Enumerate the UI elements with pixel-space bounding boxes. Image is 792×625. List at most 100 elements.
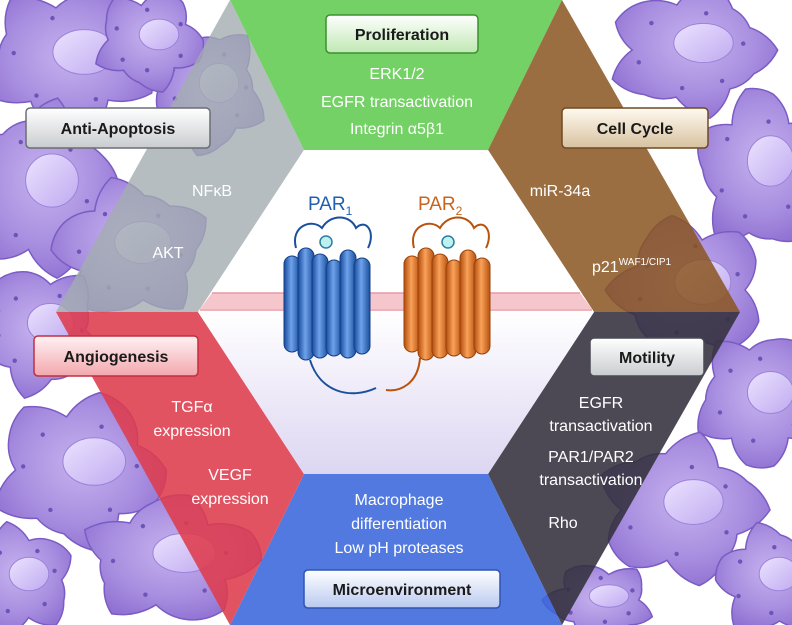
motility-item-2: transactivation	[549, 418, 652, 435]
par1-receptor	[283, 216, 377, 395]
motility-item-5: Rho	[548, 515, 577, 532]
angiogenesis-title: Angiogenesis	[64, 349, 169, 366]
cell-granule	[11, 50, 16, 56]
cell-granule	[178, 22, 183, 27]
par2-extracellular-loop	[411, 216, 490, 249]
motility-title: Motility	[619, 350, 675, 367]
cell-nucleus	[746, 371, 792, 414]
cell-nucleus	[663, 479, 724, 525]
cell-granule	[674, 551, 679, 557]
angiogenesis-item-4: expression	[191, 491, 268, 508]
proliferation-item-1: ERK1/2	[369, 66, 424, 83]
motility-item-4: transactivation	[539, 472, 642, 489]
cell-granule	[602, 619, 608, 624]
cell-granule	[52, 568, 57, 573]
cell-granule	[598, 575, 603, 581]
cell-granule	[144, 67, 150, 73]
cell-granule	[120, 57, 125, 62]
cell-granule	[107, 507, 113, 512]
cell-granule	[723, 484, 728, 489]
cell-granule	[636, 60, 642, 65]
cell-granule	[13, 232, 18, 238]
proliferation-title: Proliferation	[355, 27, 449, 44]
motility-item-1: EGFR	[579, 395, 623, 412]
par1-ligand-site	[319, 235, 333, 249]
cell-cycle-title-box: Cell Cycle	[561, 107, 709, 149]
angiogenesis-title-box: Angiogenesis	[33, 335, 199, 377]
cell-granule	[114, 26, 119, 31]
microenvironment-item-2: differentiation	[351, 516, 447, 533]
segment-anti-apoptosis	[56, 0, 304, 312]
par2-helix	[473, 257, 491, 355]
cell-nucleus	[25, 153, 79, 208]
cell-granule	[717, 410, 723, 415]
anti-apoptosis-item-1: NFκB	[192, 183, 232, 200]
angiogenesis-item-3: VEGF	[208, 467, 252, 484]
cell-granule	[725, 136, 730, 142]
cell-granule	[5, 608, 10, 614]
cell-granule	[649, 20, 654, 26]
motility-item-3: PAR1/PAR2	[548, 449, 634, 466]
proliferation-item-3: Integrin α5β1	[350, 121, 444, 138]
cell-granule	[757, 356, 763, 361]
cell-nucleus	[8, 556, 50, 592]
cell-granule	[735, 272, 740, 277]
category-titles: Proliferation Cell Cycle Motility Microe…	[25, 14, 709, 609]
cell-granule	[626, 611, 631, 616]
proliferation-title-box: Proliferation	[325, 14, 479, 54]
cell-granule	[689, 464, 695, 470]
cell-granule	[76, 249, 82, 254]
cell-granule	[18, 139, 23, 145]
cell-granule	[48, 507, 53, 513]
microenvironment-item-3: Low pH proteases	[335, 540, 464, 557]
cell-nucleus	[62, 437, 127, 486]
cell-granule	[724, 530, 729, 535]
cell-granule	[742, 214, 748, 219]
cell-granule	[84, 199, 90, 204]
par1-label-base: PAR	[308, 194, 346, 215]
cell-granule	[140, 523, 146, 529]
cell-granule	[35, 548, 40, 554]
cell-granule	[741, 41, 746, 46]
cell-granule	[178, 53, 183, 59]
cell-cycle-item-1: miR-34a	[530, 183, 591, 200]
par1-extracellular-loop	[293, 216, 372, 249]
cell-granule	[34, 93, 39, 98]
cell-granule	[20, 464, 26, 469]
cell-nucleus	[138, 18, 180, 51]
microenvironment-item-1: Macrophage	[355, 492, 444, 509]
segment-texts: ERK1/2 EGFR transactivation Integrin α5β…	[152, 66, 671, 557]
cell-granule	[736, 593, 741, 599]
cell-cycle-item-2-base: p21	[592, 259, 619, 276]
cell-cycle-item-2: p21WAF1/CIP1	[592, 257, 672, 276]
par1-label-sub: 1	[346, 204, 353, 218]
cell-granule	[737, 559, 743, 564]
cell-cycle-item-2-sup: WAF1/CIP1	[619, 257, 672, 268]
cell-granule	[772, 545, 777, 550]
par2-label: PAR2	[418, 194, 463, 218]
tumour-cell	[696, 87, 792, 243]
par1-tail	[309, 359, 377, 395]
cell-cycle-title: Cell Cycle	[597, 121, 674, 138]
cell-granule	[679, 85, 685, 91]
cell-granule	[102, 211, 108, 217]
proliferation-item-2: EGFR transactivation	[321, 94, 473, 111]
cell-nucleus	[758, 556, 792, 592]
cell-granule	[0, 333, 1, 337]
cell-nucleus	[673, 22, 734, 64]
cell-granule	[719, 188, 724, 193]
cell-nucleus	[746, 135, 792, 187]
segment-proliferation	[230, 0, 562, 150]
par2-label-sub: 2	[456, 204, 463, 218]
angiogenesis-item-1: TGFα	[171, 399, 212, 416]
par2-ligand-site	[441, 235, 455, 249]
cell-granule	[57, 293, 62, 299]
anti-apoptosis-title-box: Anti-Apoptosis	[25, 107, 211, 149]
cell-granule	[719, 78, 725, 84]
angiogenesis-item-2: expression	[153, 423, 230, 440]
microenvironment-title-box: Microenvironment	[303, 569, 501, 609]
cell-granule	[110, 558, 116, 564]
cytoplasm	[198, 312, 594, 474]
segment-angiogenesis	[56, 312, 304, 625]
